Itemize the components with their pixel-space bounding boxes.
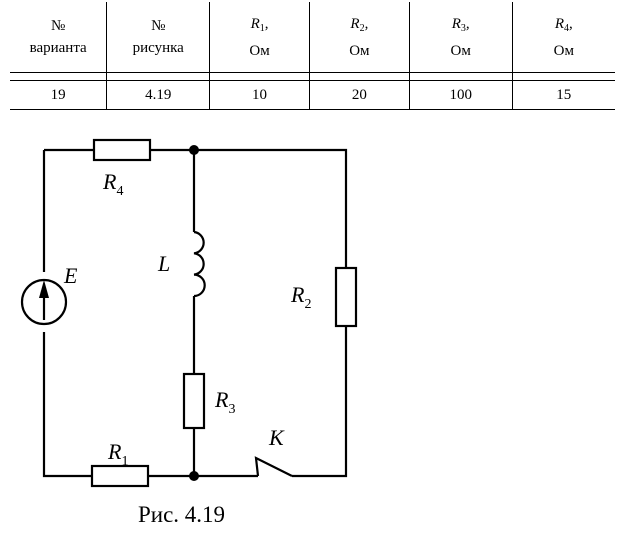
- parameters-table: № варианта № рисунка R1, Ом R2, Ом R3, О…: [10, 2, 615, 110]
- cell-r3: 100: [409, 80, 513, 110]
- table-row: 19 4.19 10 20 100 15: [10, 80, 615, 110]
- node-top-dot: [189, 145, 199, 155]
- wire-left-loop: [42, 150, 194, 478]
- wire-top-right: [194, 148, 348, 268]
- resistor-r3-body: [182, 372, 206, 430]
- source-arrow-head: [39, 280, 49, 298]
- cell-r2: 20: [309, 80, 410, 110]
- label-r3: R3: [214, 387, 235, 417]
- label-r2: R2: [290, 282, 311, 312]
- resistor-r1-body: [90, 464, 150, 488]
- cell-variant: 19: [10, 80, 108, 110]
- label-inductor-l: L: [157, 251, 170, 276]
- header-r3: R3, Ом: [409, 2, 513, 73]
- header-variant: № варианта: [10, 2, 108, 73]
- header-r4: R4, Ом: [512, 2, 615, 73]
- circuit-diagram: R4 R1 R2 R3 L E K: [20, 138, 358, 488]
- cell-r1: 10: [209, 80, 310, 110]
- label-r1: R1: [107, 439, 128, 469]
- header-r2: R2, Ом: [309, 2, 410, 73]
- table-separator-row: [10, 72, 615, 81]
- inductor-coil: [193, 230, 206, 298]
- resistor-r4-body: [92, 138, 152, 162]
- header-figure: № рисунка: [106, 2, 211, 73]
- label-switch-k: K: [268, 425, 285, 450]
- resistor-r2-body: [334, 266, 358, 328]
- wire-right-bottom: [292, 326, 348, 478]
- table-header-row: № варианта № рисунка R1, Ом R2, Ом R3, О…: [10, 2, 615, 73]
- label-source-e: E: [63, 263, 78, 288]
- cell-r4: 15: [512, 80, 615, 110]
- label-r4: R4: [102, 169, 123, 199]
- switch-k-blade: [254, 456, 293, 477]
- figure-caption: Рис. 4.19: [138, 502, 226, 527]
- header-r1: R1, Ом: [209, 2, 310, 73]
- parameters-table-wrap: № варианта № рисунка R1, Ом R2, Ом R3, О…: [10, 2, 615, 110]
- node-bottom-dot: [189, 471, 199, 481]
- cell-figure: 4.19: [106, 80, 211, 110]
